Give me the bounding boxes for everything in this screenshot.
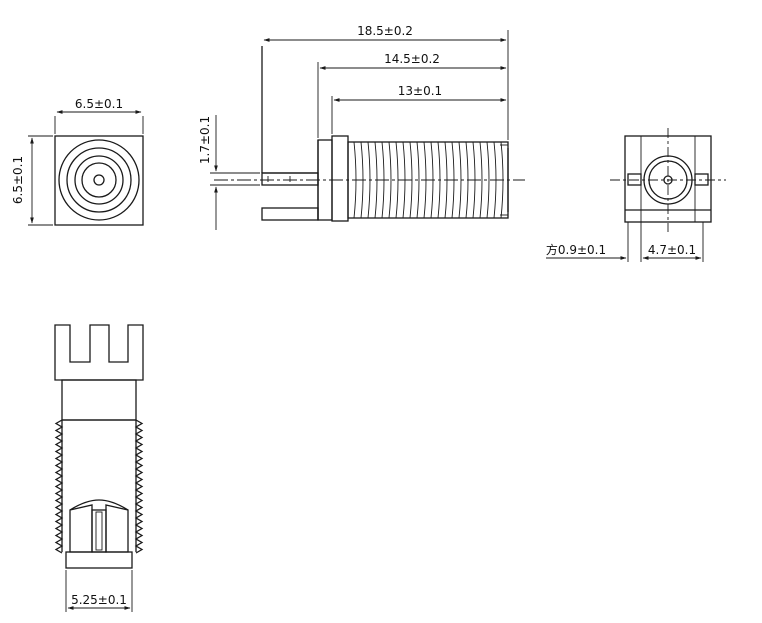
section-base: [65, 551, 133, 569]
section-center-contact: [91, 509, 107, 553]
pad-right: [694, 173, 709, 186]
thread-length-label: 13±0.1: [398, 84, 442, 98]
thread-ridge: [416, 141, 420, 219]
body-length-label: 14.5±0.2: [384, 52, 440, 66]
pad-left: [627, 173, 642, 186]
pad-width-label: 方0.9±0.1: [546, 242, 606, 257]
thread-ridge: [388, 141, 392, 219]
thread-ridge: [395, 141, 399, 219]
side-hex: [331, 135, 349, 222]
front-body-outline: [54, 135, 144, 226]
front-width-label: 6.5±0.1: [75, 97, 123, 111]
pad-view: 方0.9±0.1 4.7±0.1: [546, 128, 726, 262]
section-left-thread: [54, 419, 64, 554]
section-view: 5.25±0.1: [54, 324, 144, 612]
pin-height-label: 1.7±0.1: [198, 116, 212, 164]
front-outer-ring: [58, 139, 140, 221]
section-flange: [61, 379, 137, 421]
front-ring-4: [81, 162, 117, 198]
pad-spacing-label: 4.7±0.1: [648, 243, 696, 257]
side-view: 18.5±0.2 14.5±0.2 13±0.1 1.7±0.1: [198, 24, 525, 230]
front-view: 6.5±0.1 6.5±0.1: [11, 97, 144, 226]
thread-ridge: [486, 141, 490, 219]
front-center-pin: [93, 174, 105, 186]
front-height-label: 6.5±0.1: [11, 156, 25, 204]
overall-length-label: 18.5±0.2: [357, 24, 413, 38]
section-prongs: [54, 324, 144, 381]
front-ring-2: [66, 147, 132, 213]
section-right-thread: [134, 419, 144, 554]
front-ring-3: [74, 155, 124, 205]
thread-ridge: [458, 141, 462, 219]
side-lower-leg: [261, 207, 319, 221]
thread-ridge: [479, 141, 483, 219]
bottom-width-label: 5.25±0.1: [71, 593, 127, 607]
section-hatch-left: [69, 504, 93, 553]
section-hatch-right: [105, 504, 129, 553]
